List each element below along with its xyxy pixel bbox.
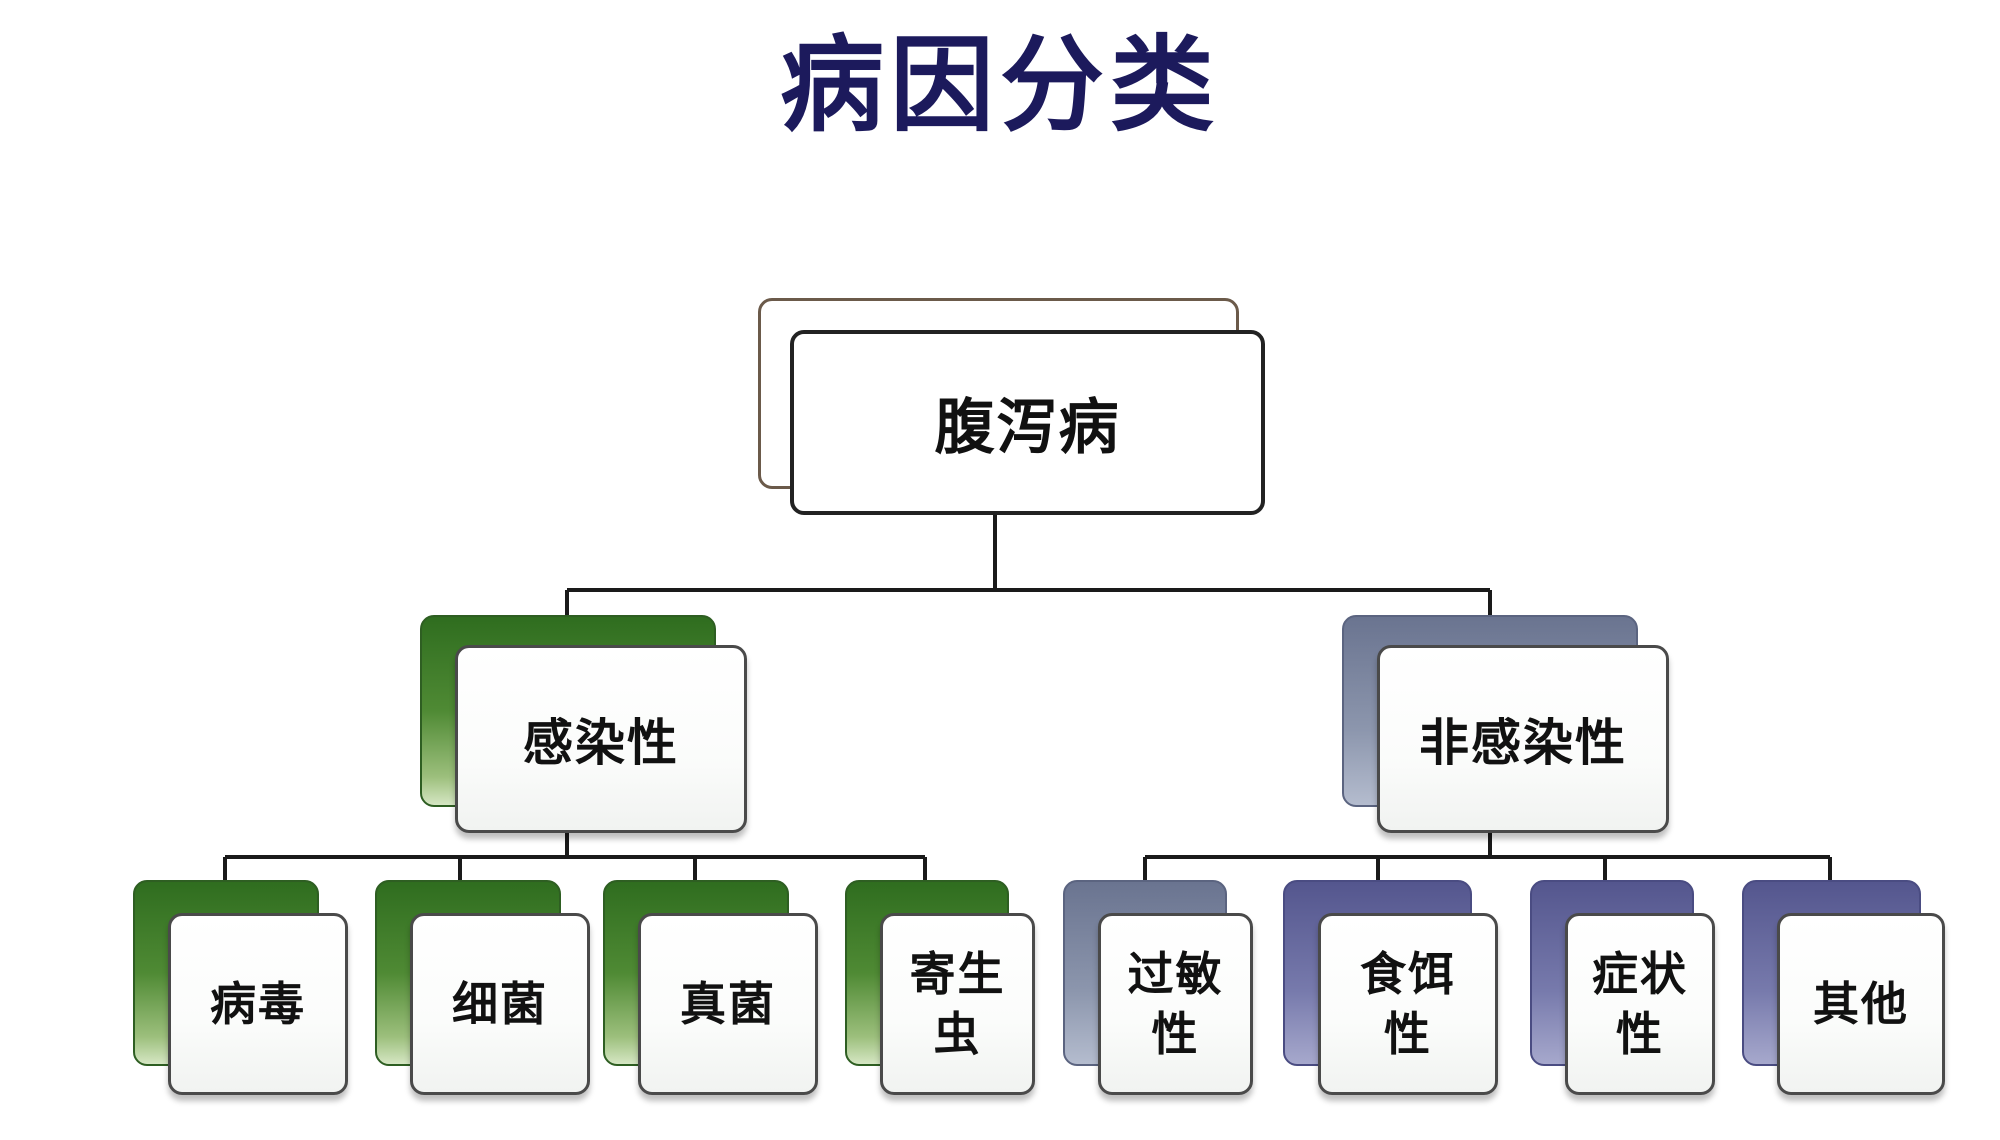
root-node-label: 腹泻病 xyxy=(934,393,1121,463)
leaf-allergic-box: 过敏 性 xyxy=(1098,913,1253,1095)
category-infectious: 感染性 xyxy=(420,615,750,840)
leaf-fungi-box: 真菌 xyxy=(638,913,818,1095)
leaf-parasite-label: 寄生 虫 xyxy=(909,947,1006,1061)
leaf-dietary-box: 食饵 性 xyxy=(1318,913,1498,1095)
leaf-bacteria-box: 细菌 xyxy=(410,913,590,1095)
category-noninfectious-box: 非感染性 xyxy=(1377,645,1669,833)
leaf-virus: 病毒 xyxy=(133,880,353,1100)
leaf-other: 其他 xyxy=(1742,880,1957,1100)
leaf-virus-box: 病毒 xyxy=(168,913,348,1095)
leaf-bacteria: 细菌 xyxy=(375,880,595,1100)
leaf-allergic-label: 过敏 性 xyxy=(1127,947,1224,1061)
leaf-other-box: 其他 xyxy=(1777,913,1945,1095)
leaf-symptomatic: 症状 性 xyxy=(1530,880,1735,1100)
leaf-fungi: 真菌 xyxy=(603,880,823,1100)
leaf-bacteria-label: 细菌 xyxy=(452,977,548,1031)
leaf-dietary: 食饵 性 xyxy=(1283,880,1508,1100)
leaf-allergic: 过敏 性 xyxy=(1063,880,1263,1100)
leaf-symptomatic-box: 症状 性 xyxy=(1565,913,1715,1095)
root-node: 腹泻病 xyxy=(758,298,1268,518)
category-noninfectious-label: 非感染性 xyxy=(1419,714,1627,772)
leaf-parasite-box: 寄生 虫 xyxy=(880,913,1035,1095)
root-node-box: 腹泻病 xyxy=(790,330,1265,515)
category-noninfectious: 非感染性 xyxy=(1342,615,1672,840)
leaf-parasite: 寄生 虫 xyxy=(845,880,1045,1100)
leaf-fungi-label: 真菌 xyxy=(680,977,776,1031)
leaf-dietary-label: 食饵 性 xyxy=(1360,947,1456,1061)
leaf-virus-label: 病毒 xyxy=(210,977,306,1031)
leaf-other-label: 其他 xyxy=(1813,977,1909,1031)
category-infectious-box: 感染性 xyxy=(455,645,747,833)
leaf-symptomatic-label: 症状 性 xyxy=(1592,947,1688,1061)
page-title: 病因分类 xyxy=(779,24,1220,146)
category-infectious-label: 感染性 xyxy=(523,714,679,772)
